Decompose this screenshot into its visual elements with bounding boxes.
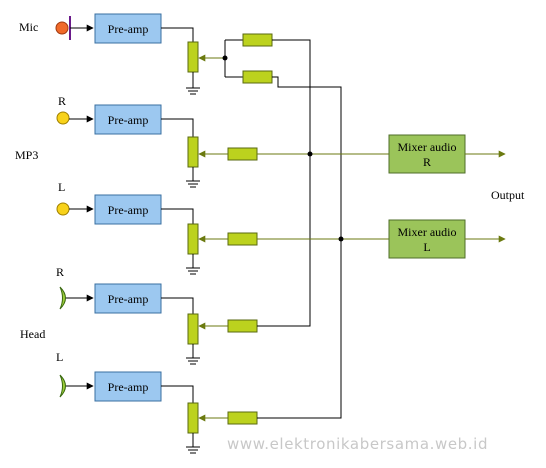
bus-r: [257, 151, 389, 327]
head-l-label: L: [56, 350, 63, 364]
bus-l: [257, 236, 389, 419]
mic-icon: [55, 16, 71, 40]
watermark: www.elektronikabersama.web.id: [227, 435, 488, 453]
preamp-head-l: Pre-amp: [94, 371, 162, 402]
resistor-head-l: [227, 411, 258, 425]
preamp-mp3-r-label: Pre-amp: [108, 113, 149, 127]
wipers: [198, 54, 228, 422]
mp3-label: MP3: [15, 148, 38, 162]
ground-icon: [186, 180, 200, 188]
mixer-l-line2: L: [423, 240, 430, 254]
preamp-mp3-r: Pre-amp: [94, 104, 162, 135]
wire-preamp-head-r-pot: [161, 297, 194, 314]
preamp-mp3-l-label: Pre-amp: [108, 203, 149, 217]
preamp-head-l-label: Pre-amp: [108, 380, 149, 394]
mp3-l-jack-icon: [56, 202, 70, 216]
ground-icon: [186, 87, 200, 95]
mic-label: Mic: [19, 20, 38, 34]
preamp-mic-label: Pre-amp: [108, 22, 149, 36]
mixer-r-line2: R: [423, 155, 431, 169]
mixer-l-line1: Mixer audio: [398, 225, 457, 239]
preamp-mp3-l: Pre-amp: [94, 194, 162, 225]
head-label: Head: [20, 327, 45, 341]
ground-icon: [186, 267, 200, 275]
potentiometer-mp3-l: [187, 223, 199, 268]
headphone-r-icon: [59, 286, 66, 310]
wire-preamp-mp3-r-pot: [161, 118, 194, 137]
resistor-mic-r: [242, 33, 273, 47]
mp3-r-label: R: [58, 94, 66, 108]
mixer-r-line1: Mixer audio: [398, 140, 457, 154]
head-r-label: R: [56, 265, 64, 279]
resistor-mp3-r: [227, 147, 258, 161]
wire-preamp-head-l-pot: [161, 385, 194, 403]
mp3-r-jack-icon: [56, 111, 70, 125]
preamp-head-r: Pre-amp: [94, 283, 162, 314]
preamp-head-r-label: Pre-amp: [108, 292, 149, 306]
potentiometer-mp3-r: [187, 136, 199, 181]
output-label: Output: [491, 188, 525, 202]
wire-preamp-mp3-l-pot: [161, 208, 194, 224]
resistor-mp3-l: [227, 232, 258, 246]
preamp-mic: Pre-amp: [94, 13, 162, 44]
wire-preamp-mic-pot: [161, 27, 194, 42]
mp3-l-label: L: [58, 180, 65, 194]
resistor-mic-l: [242, 70, 273, 84]
ground-icon: [186, 446, 200, 454]
mixer-r: Mixer audio R: [388, 134, 466, 174]
ground-icon: [186, 357, 200, 365]
potentiometer-mic: [187, 41, 199, 88]
mic-split: [222, 33, 342, 239]
mixer-l: Mixer audio L: [388, 219, 466, 259]
potentiometer-head-r: [187, 313, 199, 358]
headphone-l-icon: [59, 374, 66, 398]
resistor-head-r: [227, 319, 258, 333]
potentiometer-head-l: [187, 402, 199, 447]
